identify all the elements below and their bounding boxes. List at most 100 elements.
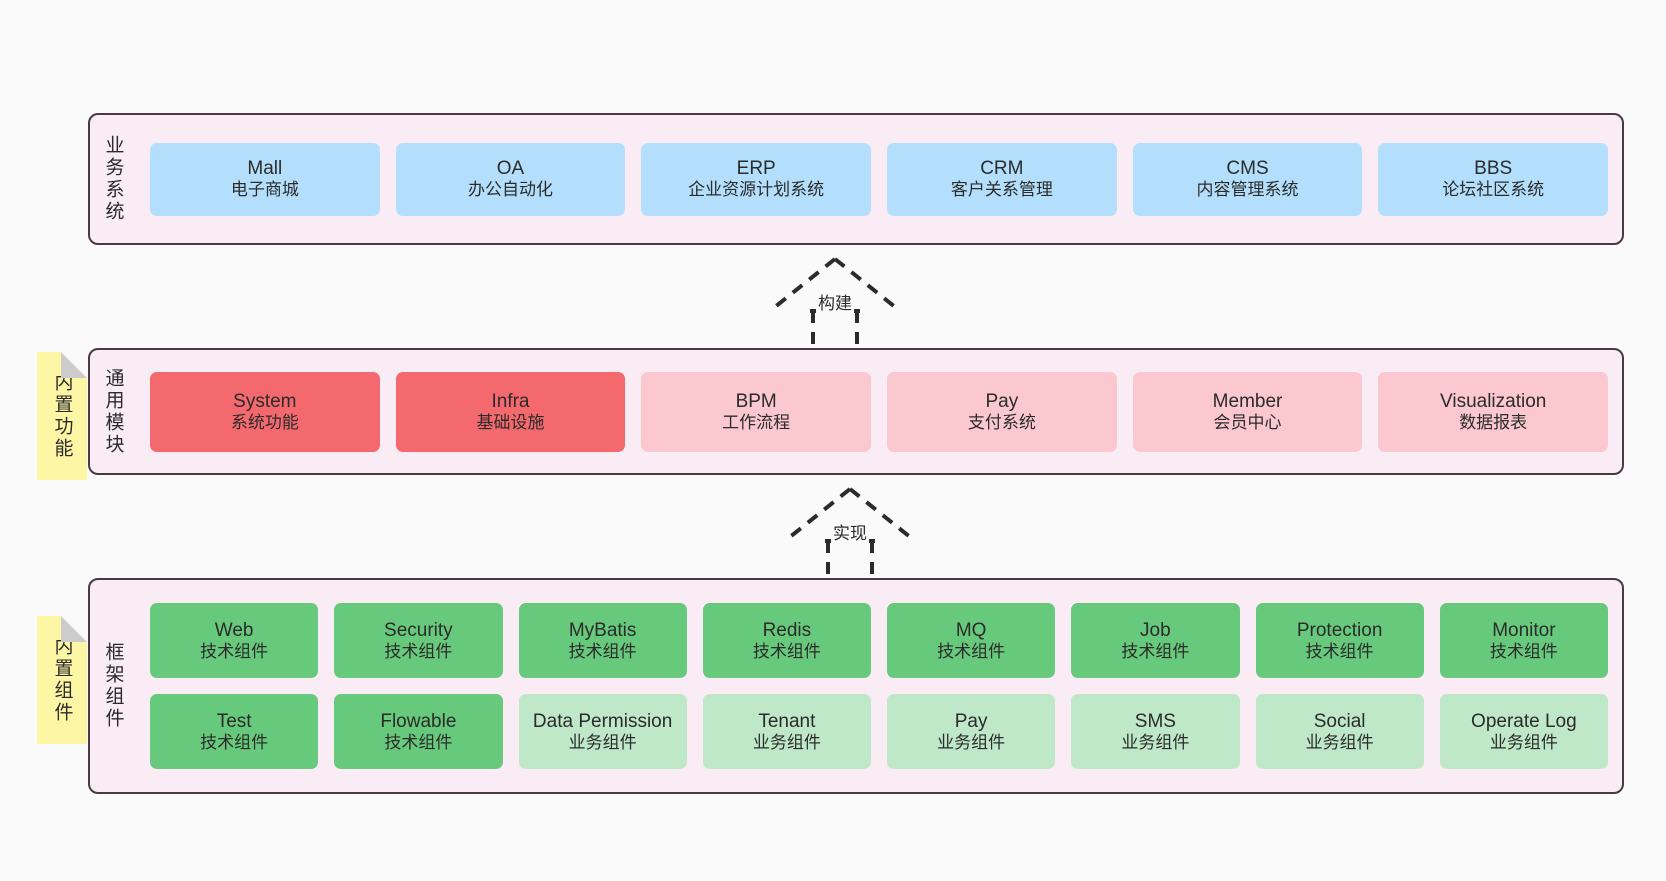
module-box-operate-log[interactable]: Operate Log 业务组件 (1439, 694, 1608, 769)
note-fold-corner-icon (61, 352, 87, 378)
module-title: CMS (1226, 158, 1269, 180)
module-title: Monitor (1492, 619, 1556, 641)
module-subtitle: 电子商城 (230, 180, 299, 200)
module-subtitle: 办公自动化 (468, 180, 553, 200)
module-subtitle: 业务组件 (752, 732, 821, 752)
module-title: Web (214, 619, 254, 641)
module-title: Infra (491, 390, 530, 412)
module-box-data-permission[interactable]: Data Permission 业务组件 (518, 694, 687, 769)
module-subtitle: 技术组件 (384, 641, 453, 661)
module-row: Test 技术组件 Flowable 技术组件 Data Permission … (150, 694, 1608, 769)
module-title: OA (496, 158, 525, 180)
module-subtitle: 业务组件 (937, 732, 1006, 752)
connector-implement-label: 实现 (831, 519, 869, 544)
module-subtitle: 客户关系管理 (950, 180, 1053, 200)
module-box-oa[interactable]: OA 办公自动化 (395, 142, 626, 216)
module-box-crm[interactable]: CRM 客户关系管理 (887, 142, 1117, 216)
layer-label-framework-components: 框架组件 (102, 642, 124, 730)
module-row: System 系统功能 Infra 基础设施 BPM 工作流程 Pay 支付系统… (150, 371, 1609, 452)
module-box-test[interactable]: Test 技术组件 (150, 694, 319, 769)
note-builtin-component: 内置组件 (37, 616, 87, 744)
module-box-mq[interactable]: MQ 技术组件 (887, 603, 1056, 678)
module-box-infra[interactable]: Infra 基础设施 (395, 371, 626, 452)
module-title: Mall (247, 158, 283, 180)
layer-label-business-systems: 业务系统 (102, 135, 124, 223)
module-box-security[interactable]: Security 技术组件 (334, 603, 503, 678)
module-row: Web 技术组件 Security 技术组件 MyBatis 技术组件 Redi… (150, 603, 1608, 678)
module-subtitle: 技术组件 (1489, 641, 1558, 661)
module-box-cms[interactable]: CMS 内容管理系统 (1132, 142, 1363, 216)
module-box-mall[interactable]: Mall 电子商城 (150, 142, 380, 216)
module-subtitle: 数据报表 (1459, 412, 1528, 432)
note-builtin-function: 内置功能 (37, 352, 87, 480)
module-box-bpm[interactable]: BPM 工作流程 (641, 371, 872, 452)
note-fold-corner-icon (61, 616, 87, 642)
module-box-erp[interactable]: ERP 企业资源计划系统 (641, 142, 872, 216)
module-subtitle: 内容管理系统 (1196, 180, 1299, 200)
module-box-protection[interactable]: Protection 技术组件 (1255, 603, 1424, 678)
module-box-bbs[interactable]: BBS 论坛社区系统 (1378, 142, 1609, 216)
module-title: Pay (985, 390, 1019, 412)
module-title: Pay (954, 710, 988, 732)
module-subtitle: 技术组件 (752, 641, 821, 661)
module-title: Operate Log (1471, 710, 1577, 732)
module-subtitle: 技术组件 (568, 641, 637, 661)
module-title: Redis (762, 619, 812, 641)
note-label: 内置功能 (51, 372, 73, 460)
module-box-flowable[interactable]: Flowable 技术组件 (334, 694, 503, 769)
module-box-tenant[interactable]: Tenant 业务组件 (702, 694, 871, 769)
module-title: Visualization (1440, 390, 1547, 412)
module-title: Test (216, 710, 252, 732)
connector-build-label: 构建 (816, 289, 854, 314)
module-subtitle: 业务组件 (1305, 732, 1374, 752)
module-subtitle: 工作流程 (722, 412, 791, 432)
module-title: Flowable (380, 710, 457, 732)
module-title: Social (1313, 710, 1366, 732)
module-subtitle: 业务组件 (1121, 732, 1190, 752)
module-title: Security (384, 619, 453, 641)
module-box-mybatis[interactable]: MyBatis 技术组件 (518, 603, 687, 678)
layer-body-common-modules: System 系统功能 Infra 基础设施 BPM 工作流程 Pay 支付系统… (136, 350, 1622, 473)
module-title: MQ (955, 619, 987, 641)
module-box-system[interactable]: System 系统功能 (150, 371, 380, 452)
module-box-visualization[interactable]: Visualization 数据报表 (1378, 371, 1609, 452)
module-subtitle: 技术组件 (1121, 641, 1190, 661)
module-subtitle: 技术组件 (384, 732, 453, 752)
module-subtitle: 业务组件 (568, 732, 637, 752)
module-title: Protection (1296, 619, 1383, 641)
module-box-sms[interactable]: SMS 业务组件 (1071, 694, 1240, 769)
module-subtitle: 论坛社区系统 (1442, 180, 1545, 200)
module-title: ERP (736, 158, 776, 180)
module-title: Job (1140, 619, 1171, 641)
module-title: SMS (1134, 710, 1176, 732)
module-title: System (233, 390, 297, 412)
connector-implement: 实现 (775, 483, 925, 579)
layer-business-systems: 业务系统 Mall 电子商城 OA 办公自动化 ERP 企业资源计划系统 CRM… (88, 113, 1624, 245)
module-box-job[interactable]: Job 技术组件 (1071, 603, 1240, 678)
module-subtitle: 支付系统 (967, 412, 1036, 432)
module-title: Member (1212, 390, 1283, 412)
note-label: 内置组件 (51, 636, 73, 724)
module-box-social[interactable]: Social 业务组件 (1255, 694, 1424, 769)
module-title: MyBatis (568, 619, 637, 641)
module-box-pay[interactable]: Pay 支付系统 (887, 371, 1117, 452)
module-subtitle: 技术组件 (937, 641, 1006, 661)
layer-common-modules: 通用模块 System 系统功能 Infra 基础设施 BPM 工作流程 Pay… (88, 348, 1624, 475)
module-subtitle: 技术组件 (200, 641, 269, 661)
layer-body-framework-components: Web 技术组件 Security 技术组件 MyBatis 技术组件 Redi… (136, 580, 1622, 792)
layer-framework-components: 框架组件 Web 技术组件 Security 技术组件 MyBatis 技术组件… (88, 578, 1624, 794)
module-box-monitor[interactable]: Monitor 技术组件 (1439, 603, 1608, 678)
module-subtitle: 技术组件 (1305, 641, 1374, 661)
module-box-member[interactable]: Member 会员中心 (1132, 371, 1363, 452)
connector-build: 构建 (760, 253, 910, 349)
layer-body-business-systems: Mall 电子商城 OA 办公自动化 ERP 企业资源计划系统 CRM 客户关系… (136, 115, 1622, 243)
module-subtitle: 系统功能 (230, 412, 299, 432)
module-row: Mall 电子商城 OA 办公自动化 ERP 企业资源计划系统 CRM 客户关系… (150, 142, 1609, 216)
module-title: Data Permission (532, 710, 673, 732)
module-subtitle: 业务组件 (1489, 732, 1558, 752)
module-box-pay-business[interactable]: Pay 业务组件 (887, 694, 1056, 769)
module-subtitle: 企业资源计划系统 (688, 180, 825, 200)
module-box-redis[interactable]: Redis 技术组件 (702, 603, 871, 678)
module-box-web[interactable]: Web 技术组件 (150, 603, 319, 678)
module-subtitle: 技术组件 (200, 732, 269, 752)
